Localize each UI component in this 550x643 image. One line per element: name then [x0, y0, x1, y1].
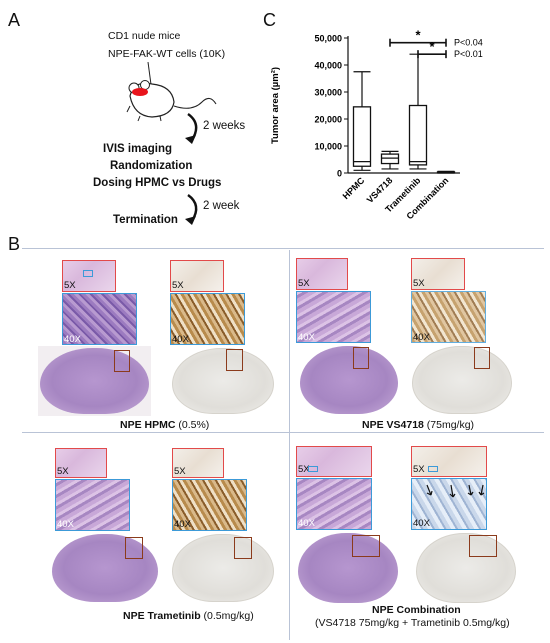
step-dosing: Dosing HPMC vs Drugs: [93, 177, 222, 189]
arrow-2-icon: [185, 194, 198, 225]
arrow-1-icon: [185, 113, 198, 144]
he-40x-image: [55, 479, 130, 531]
he-section-roi: [352, 535, 380, 557]
significance-star: *: [415, 30, 421, 43]
panel-c-letter: C: [263, 10, 276, 30]
step-ivis: IVIS imaging: [103, 143, 173, 155]
ihc-brain-section: [416, 533, 516, 603]
he-brain-section: [40, 348, 149, 414]
he-5x-label: 5X: [64, 280, 76, 291]
box-body: [408, 104, 428, 166]
caption-combination-dose: (VS4718 75mg/kg + Trametinib 0.5mg/kg): [315, 617, 510, 629]
ihc-40x-image: [411, 478, 487, 530]
panel-b-vertical-divider: [289, 250, 290, 640]
ihc-5x-label: 5X: [413, 278, 425, 289]
he-5x-image: [296, 258, 348, 290]
panel-b-letter: B: [8, 234, 21, 254]
he-brain-section: [52, 534, 158, 602]
he-5x-label: 5X: [57, 466, 69, 477]
y-axis-label: Tumor area (µm²): [270, 67, 281, 144]
y-tick-label: 20,000: [314, 115, 342, 125]
ihc-section-roi: [234, 537, 252, 559]
ihc-5x-label: 5X: [174, 466, 186, 477]
ihc-5x-roi: [428, 466, 438, 472]
caption-hpmc: NPE HPMC (0.5%): [120, 419, 210, 431]
he-section-roi: [125, 537, 143, 559]
cells-label: NPE-FAK-WT cells (10K): [108, 48, 226, 60]
panel-a-letter: A: [8, 10, 21, 30]
ihc-5x-label: 5X: [172, 280, 184, 291]
ihc-5x-label: 5X: [413, 464, 425, 475]
he-5x-label: 5X: [298, 464, 310, 475]
ihc-5x-image: [411, 258, 465, 290]
ihc-brain-section: [412, 346, 512, 414]
he-section-roi: [353, 347, 369, 369]
ihc-5x-image: [411, 446, 487, 477]
ihc-5x-image: [172, 448, 224, 478]
ihc-40x-image: [172, 479, 247, 531]
he-5x-label: 5X: [298, 278, 310, 289]
interval-2: 2 week: [203, 200, 240, 212]
y-tick-label: 50,000: [314, 34, 342, 44]
ihc-brain-section: [172, 534, 274, 602]
he-section-roi: [114, 350, 130, 372]
panel-b-top-border: [22, 248, 544, 249]
ihc-40x-label: 40X: [413, 332, 430, 343]
he-5x-roi: [308, 466, 318, 472]
box-body: [352, 106, 372, 167]
ihc-section-roi: [474, 347, 490, 369]
y-tick-label: 30,000: [314, 88, 342, 98]
ihc-5x-image: [170, 260, 224, 292]
step-randomization: Randomization: [110, 160, 193, 172]
he-40x-image: [296, 478, 372, 530]
panel-b-horizontal-divider: [22, 432, 544, 433]
ihc-40x-label: 40X: [413, 518, 430, 529]
ihc-40x-label: 40X: [172, 334, 189, 345]
ihc-section-roi: [226, 349, 243, 371]
he-40x-label: 40X: [298, 332, 315, 343]
ihc-40x-image: [170, 293, 245, 345]
he-5x-image: [55, 448, 107, 478]
p-value-label: P<0.04: [454, 38, 483, 48]
caption-combination: NPE Combination: [372, 604, 461, 616]
he-40x-image: [62, 293, 137, 345]
y-tick-label: 40,000: [314, 61, 342, 71]
arrowheads-icon: [426, 484, 485, 498]
box-body: [380, 153, 400, 165]
step-termination: Termination: [113, 214, 178, 226]
caption-vs4718: NPE VS4718 (75mg/kg): [362, 419, 475, 431]
caption-trametinib: NPE Trametinib (0.5mg/kg): [123, 610, 254, 622]
he-40x-label: 40X: [298, 518, 315, 529]
he-40x-label: 40X: [64, 334, 81, 345]
he-brain-section: [298, 533, 398, 603]
ihc-40x-label: 40X: [174, 519, 191, 530]
ihc-section-roi: [469, 535, 497, 557]
he-40x-label: 40X: [57, 519, 74, 530]
he-5x-roi: [83, 270, 93, 277]
significance-star: *: [429, 39, 435, 54]
interval-1: 2 weeks: [203, 120, 246, 132]
y-tick-label: 10,000: [314, 142, 342, 152]
x-tick-label: HPMC: [341, 175, 367, 201]
mouse-illustration: [126, 62, 217, 122]
he-40x-image: [296, 291, 371, 343]
he-brain-section: [300, 346, 398, 414]
ihc-brain-section: [172, 348, 274, 414]
y-tick-label: 0: [337, 169, 342, 179]
mouse-label: CD1 nude mice: [108, 30, 181, 42]
p-value-label: P<0.01: [454, 49, 483, 59]
ihc-40x-image: [411, 291, 486, 343]
